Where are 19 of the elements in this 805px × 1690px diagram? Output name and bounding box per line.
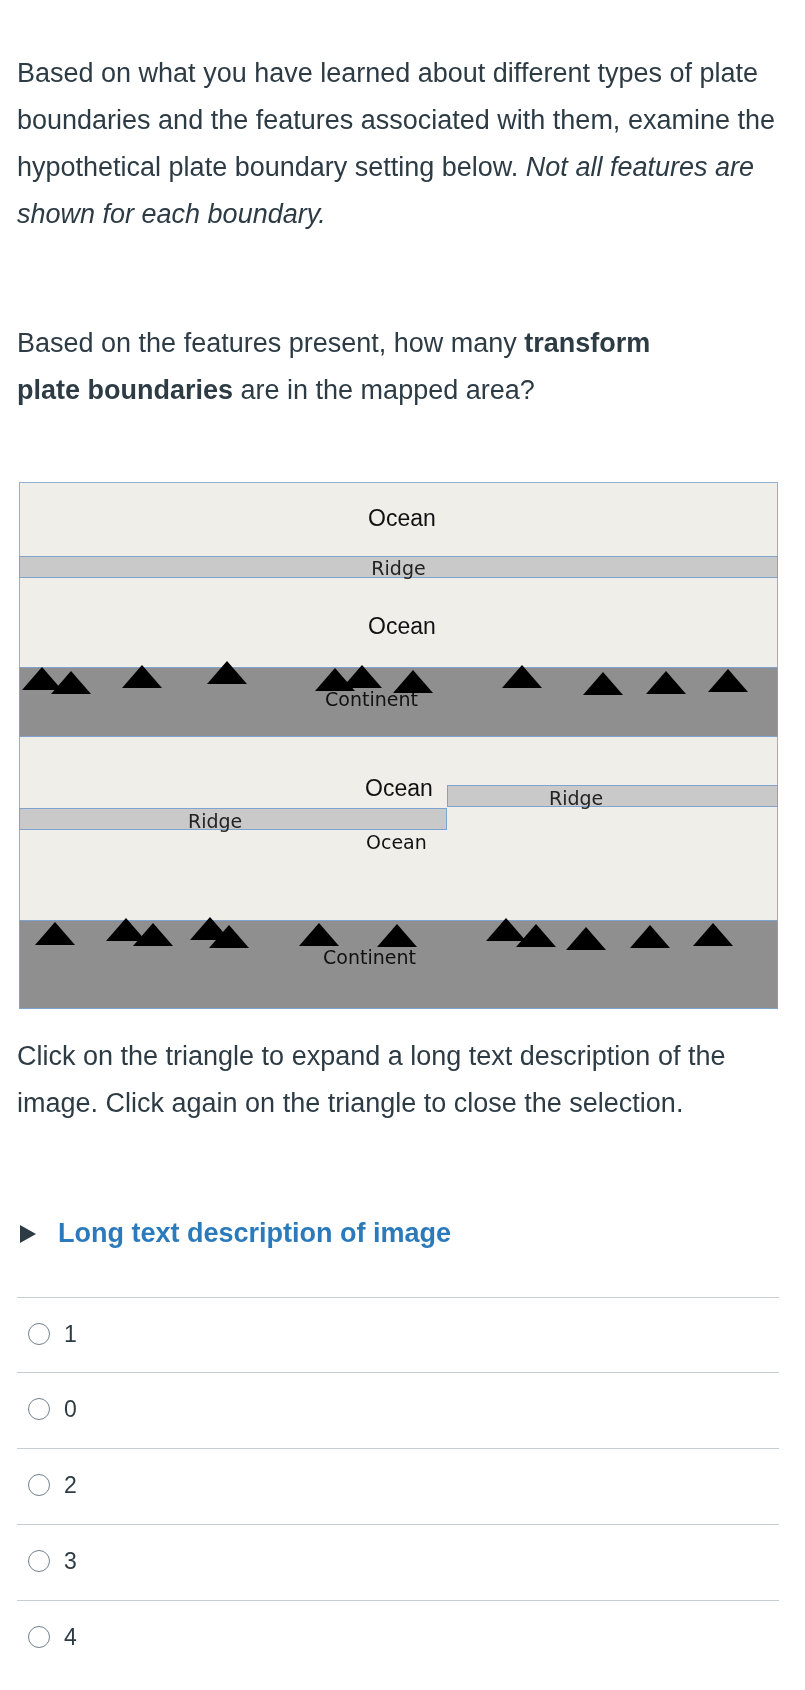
question-text: Based on the features present, how many transform plate boundaries are in the mapped area? — [17, 327, 652, 407]
option-label: 3 — [64, 1547, 77, 1575]
option-label: 0 — [64, 1395, 77, 1423]
instruction-text: Click on the triangle to expand a long text description of the image. Click again on the triangle to close the selection. — [17, 1040, 727, 1120]
ocean-label: Ocean — [368, 505, 436, 532]
ocean-label: Ocean — [368, 613, 436, 640]
ridge-band: Ridge — [19, 556, 778, 578]
option-label: 2 — [64, 1471, 77, 1499]
ridge-band: Ridge — [447, 785, 778, 807]
continent-label: Continent — [325, 688, 418, 710]
ridge-band: Ridge — [19, 808, 447, 830]
continent-band — [19, 920, 778, 1009]
continent-label: Continent — [323, 946, 416, 968]
option-label: 4 — [64, 1623, 77, 1651]
option-label: 1 — [64, 1320, 77, 1348]
question-text: Based on what you have learned about different types of plate boundaries and the features associated with them, examine the hypothetical plate boundary setting below. Not all features are shown for each boundary. — [17, 57, 776, 231]
description-link: Long text description of image — [58, 1217, 452, 1250]
ocean-label: Ocean — [366, 831, 427, 853]
ocean-label: Ocean — [365, 775, 433, 802]
